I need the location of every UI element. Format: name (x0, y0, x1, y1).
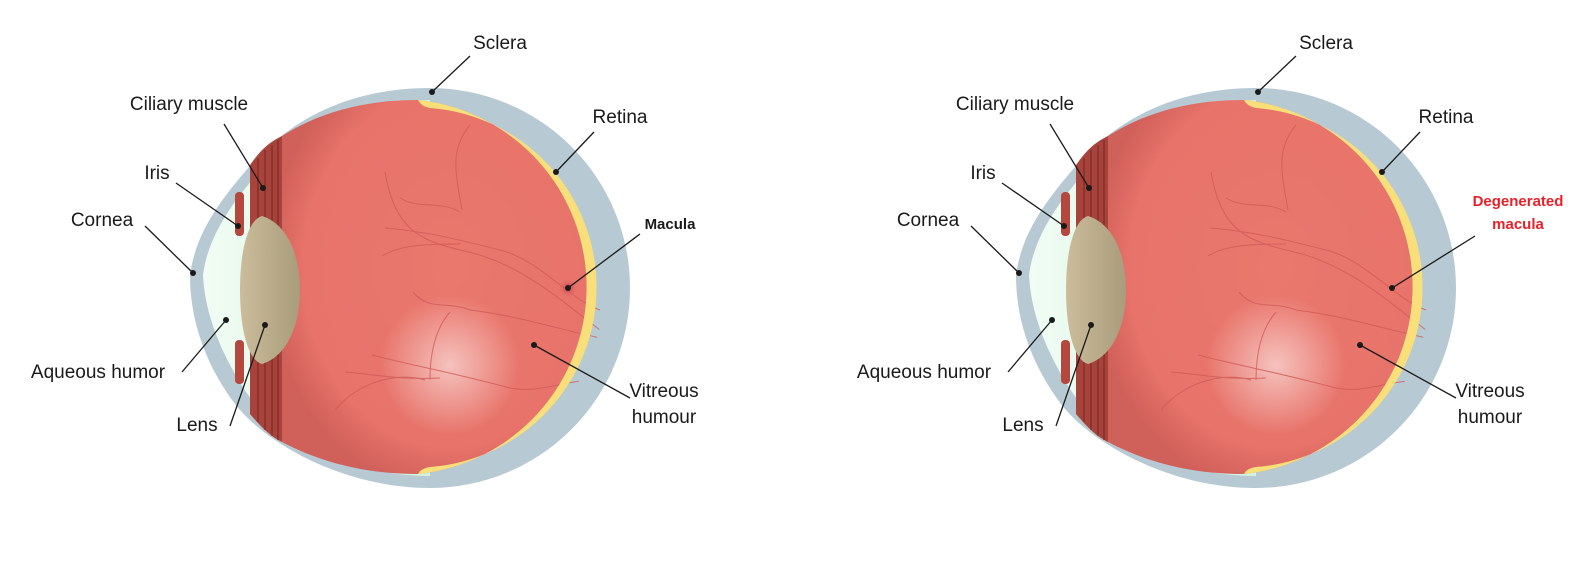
label-vitreous-2: humour (632, 407, 697, 428)
label-lens: Lens (176, 415, 217, 436)
label-vitreous-1: Vitreous (629, 381, 698, 402)
label-aqueous-humor: Aqueous humor (857, 362, 992, 383)
label-vitreous-1: Vitreous (1455, 381, 1524, 402)
label-cornea: Cornea (71, 210, 134, 231)
label-degenerated-macula-2: macula (1492, 216, 1544, 233)
label-ciliary-muscle: Ciliary muscle (956, 94, 1074, 115)
label-lens: Lens (1002, 415, 1043, 436)
label-iris: Iris (970, 163, 995, 184)
label-retina: Retina (1419, 107, 1474, 128)
leader-lines (144, 55, 641, 427)
degenerated-eye: Sclera Ciliary muscle Retina Iris Cornea… (857, 33, 1564, 488)
label-retina: Retina (593, 107, 648, 128)
label-ciliary-muscle: Ciliary muscle (130, 94, 248, 115)
label-macula: Macula (645, 216, 697, 233)
label-aqueous-humor: Aqueous humor (31, 362, 166, 383)
leader-lines (970, 55, 1476, 427)
label-cornea: Cornea (897, 210, 960, 231)
label-iris: Iris (144, 163, 169, 184)
label-degenerated-macula-1: Degenerated (1473, 193, 1564, 210)
normal-eye: Sclera Ciliary muscle Retina Iris Cornea… (31, 33, 699, 488)
label-sclera: Sclera (473, 33, 527, 54)
label-sclera: Sclera (1299, 33, 1353, 54)
label-vitreous-2: humour (1458, 407, 1523, 428)
